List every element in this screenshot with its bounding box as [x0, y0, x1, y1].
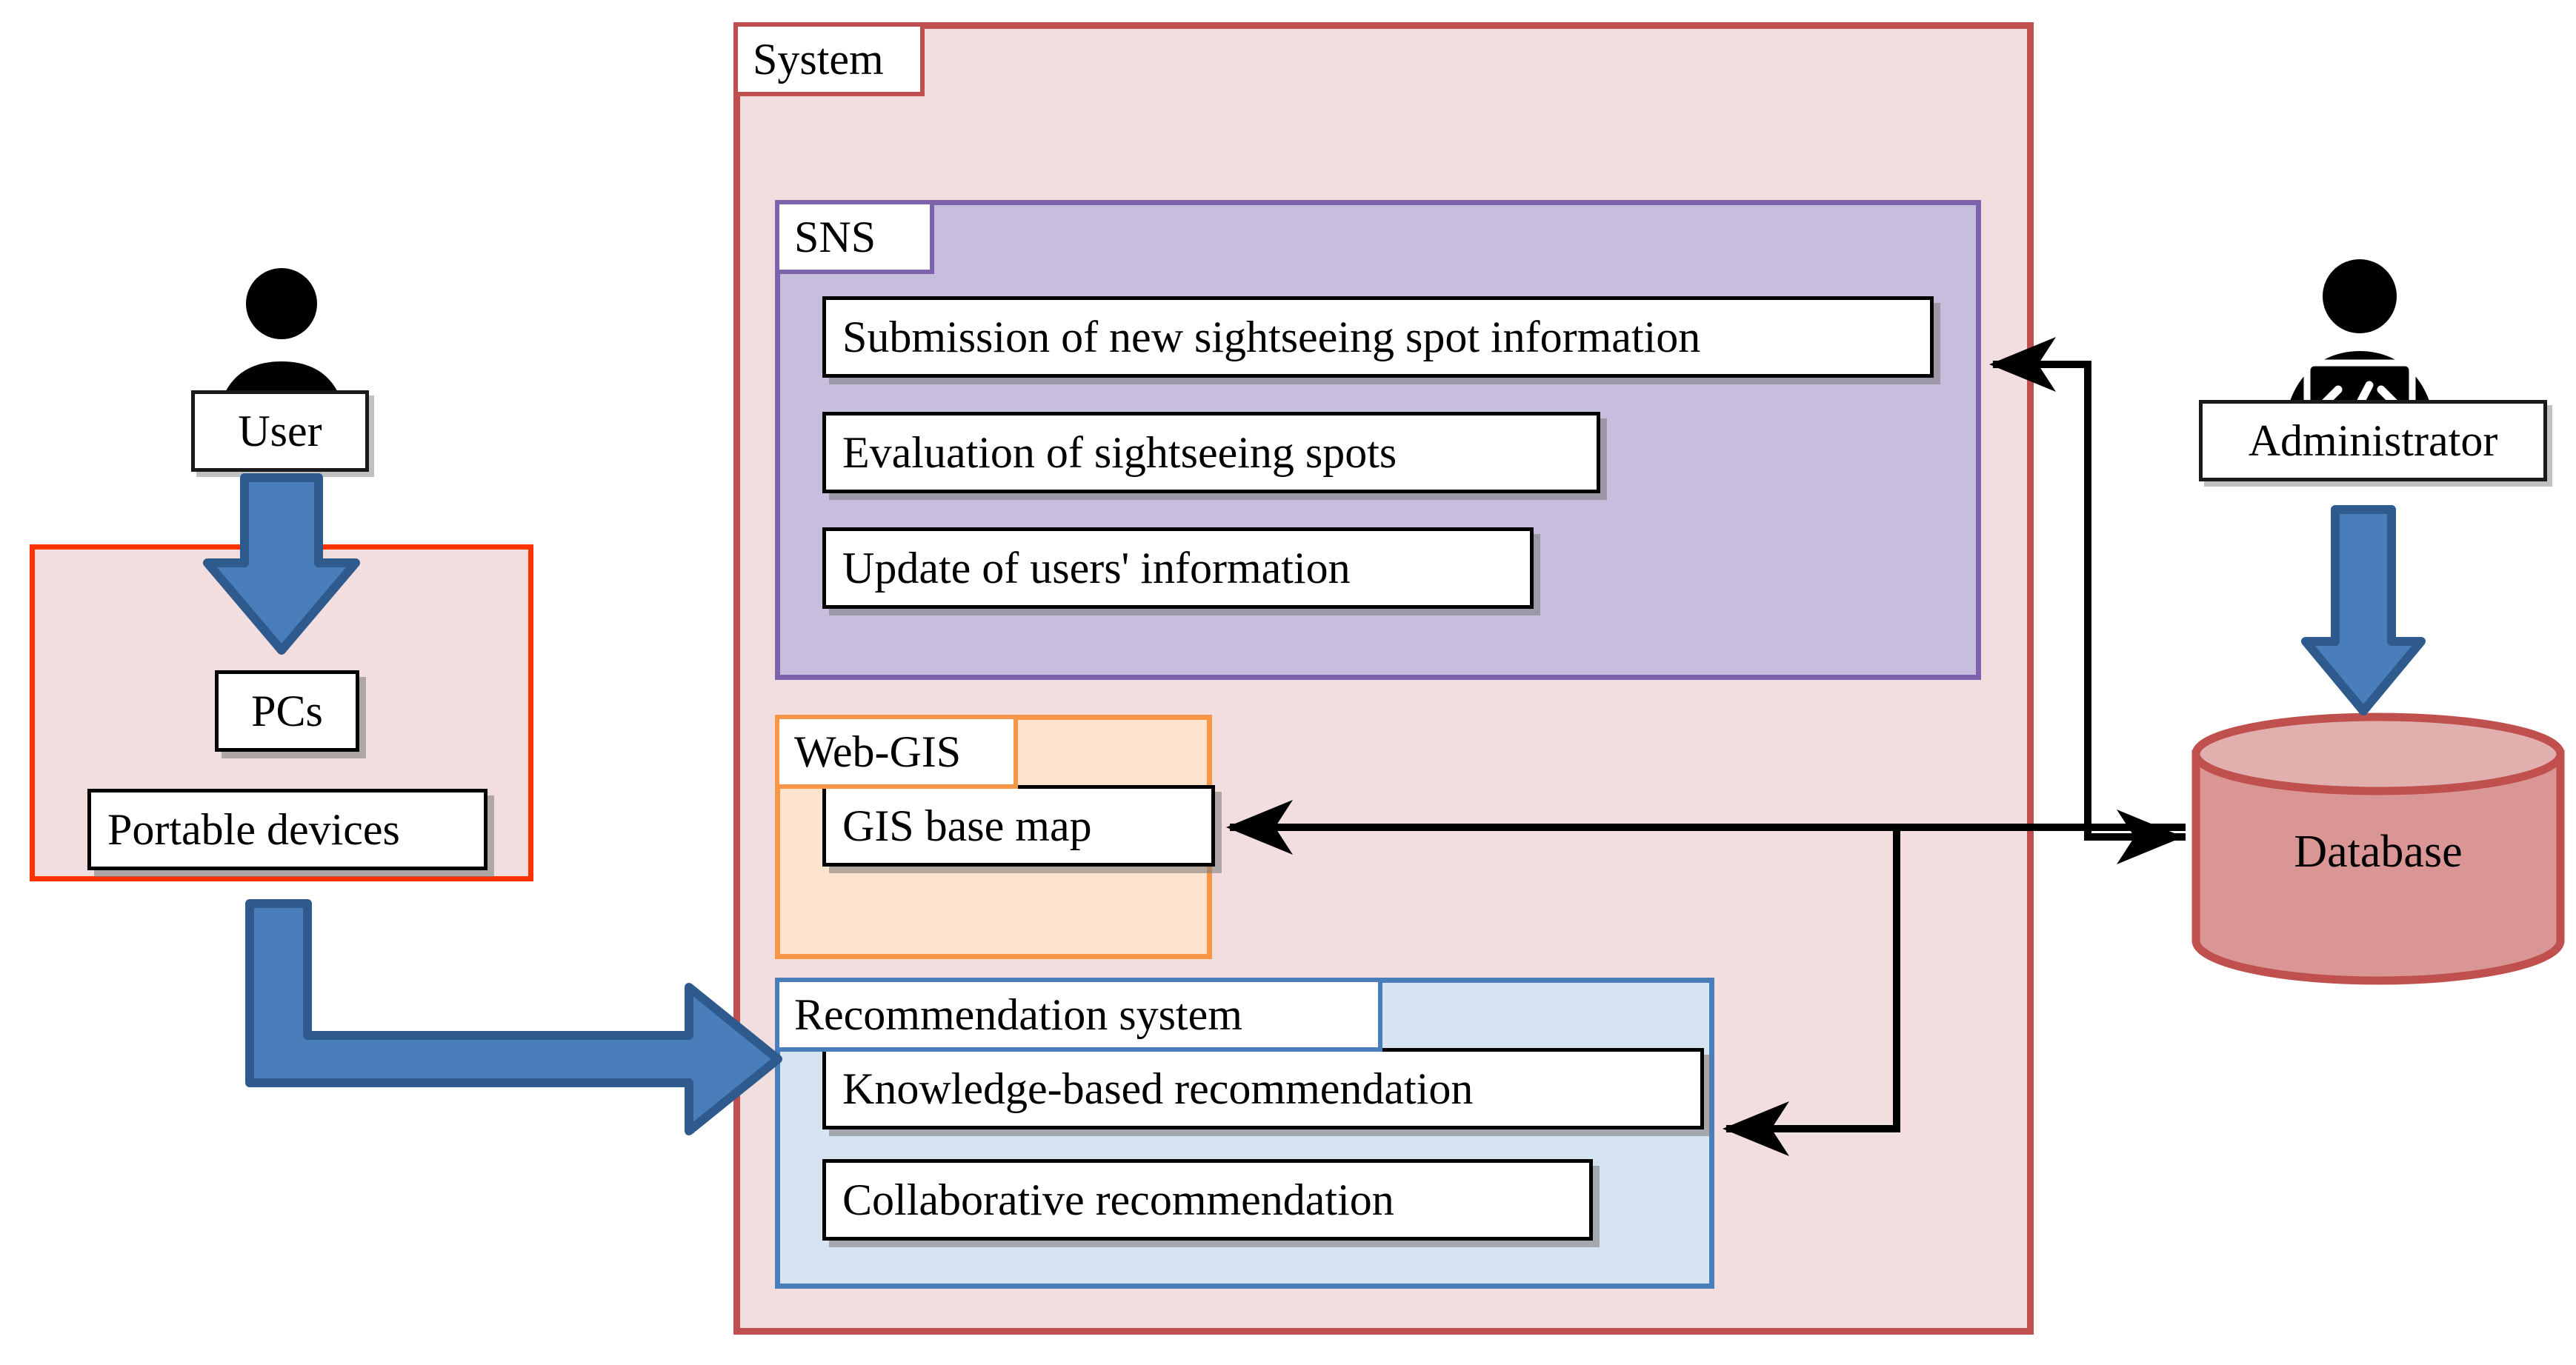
recommendation-item-knowledge-based[interactable]: Knowledge-based recommendation	[822, 1048, 1704, 1129]
database-cylinder	[2191, 712, 2565, 985]
system-title: System	[733, 22, 925, 96]
sns-item-submission[interactable]: Submission of new sightseeing spot infor…	[822, 296, 1934, 378]
sns-item-evaluation[interactable]: Evaluation of sightseeing spots	[822, 412, 1600, 493]
sns-item-update-users[interactable]: Update of users' information	[822, 527, 1534, 609]
sns-title: SNS	[775, 200, 934, 274]
administrator-label: Administrator	[2199, 400, 2547, 481]
client-item-pcs[interactable]: PCs	[215, 670, 359, 752]
recommendation-title: Recommendation system	[775, 978, 1382, 1052]
block-arrow-client-to-system	[245, 899, 782, 1135]
user-label: User	[191, 390, 369, 472]
webgis-item-gis-base-map[interactable]: GIS base map	[822, 785, 1215, 867]
database-label: Database	[2294, 826, 2463, 877]
block-arrow-administrator-to-database	[2301, 505, 2426, 715]
recommendation-item-collaborative[interactable]: Collaborative recommendation	[822, 1159, 1593, 1241]
client-item-portable-devices[interactable]: Portable devices	[87, 789, 487, 870]
webgis-title: Web-GIS	[775, 715, 1018, 789]
